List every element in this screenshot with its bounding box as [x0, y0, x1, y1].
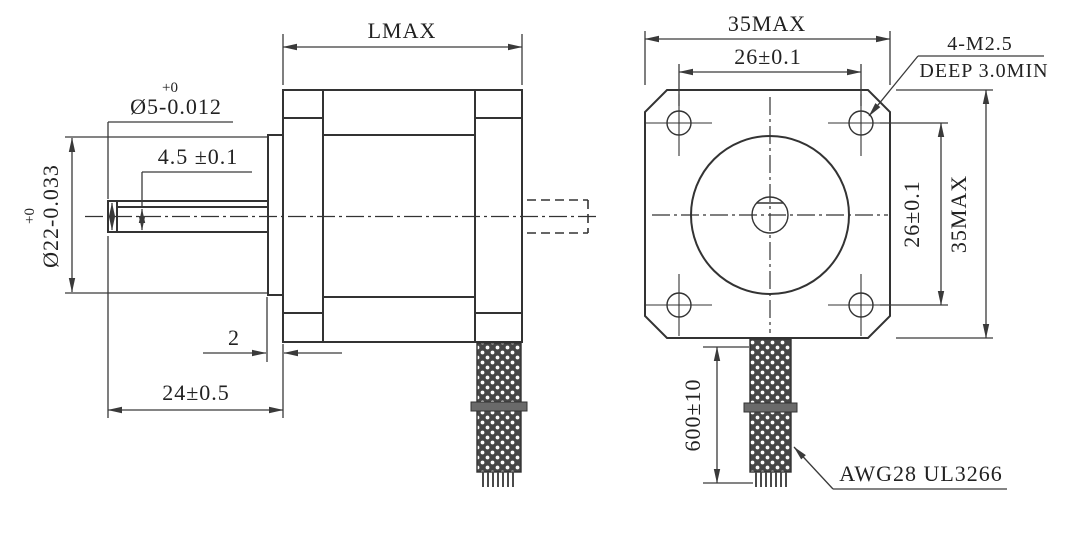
cable-band [470, 401, 528, 412]
cable-side-view [470, 342, 528, 487]
dim-shaft-dia-label: Ø5-0.012 [130, 94, 222, 119]
dimension-height-35max: 35MAX [896, 89, 993, 339]
flange-outline [644, 89, 891, 339]
side-view: LMAX +0 Ø5-0.012 4.5 ±0.1 +0 Ø22-0.033 [22, 18, 600, 487]
dim-hole-spacing-h-label: 26±0.1 [734, 44, 802, 69]
screw-thread-note: 4-M2.5 DEEP 3.0MIN [868, 33, 1048, 117]
cable-band [743, 402, 798, 413]
dimension-width-35max: 35MAX [644, 11, 891, 85]
dim-lmax-label: LMAX [368, 18, 437, 43]
dimension-pilot-height: 2 [203, 297, 342, 362]
dim-shaft-dia-upper-tol: +0 [162, 80, 178, 96]
dimension-pilot-diameter: +0 Ø22-0.033 [22, 136, 267, 294]
dimension-shaft-extension: 24±0.5 [107, 236, 284, 418]
dimension-shaft-flat: 4.5 ±0.1 [138, 144, 252, 231]
dim-width-label: 35MAX [728, 11, 806, 36]
cable-wire-ends [482, 472, 514, 487]
dim-hole-spacing-v-label: 26±0.1 [899, 180, 924, 248]
dim-lead-length-label: 600±10 [680, 378, 705, 451]
shaft-outline [107, 200, 269, 233]
dim-pilot-height-label: 2 [228, 325, 240, 350]
dimension-shaft-diameter: +0 Ø5-0.012 [107, 80, 233, 231]
lead-wire-spec-label: AWG28 UL3266 [839, 461, 1003, 486]
dimension-lmax: LMAX [282, 18, 523, 85]
dimension-hole-spacing-horizontal: 26±0.1 [678, 44, 862, 106]
mounting-hole-bottom-left [646, 274, 712, 336]
dimension-hole-spacing-vertical: 26±0.1 [880, 122, 948, 306]
dim-height-label: 35MAX [946, 175, 971, 253]
dim-shaft-extension-label: 24±0.5 [162, 380, 230, 405]
lead-wire-spec-note: AWG28 UL3266 [793, 446, 1007, 490]
dim-pilot-dia-upper-tol: +0 [22, 208, 38, 224]
rear-shaft-phantom [527, 199, 589, 234]
cable-front-view [743, 338, 798, 487]
dim-shaft-flat-label: 4.5 ±0.1 [158, 144, 239, 169]
front-view: 35MAX 26±0.1 4-M2.5 DEEP 3.0MIN 26±0.1 [644, 11, 1048, 490]
dimension-lead-length: 600±10 [680, 346, 753, 484]
dim-pilot-dia-label: Ø22-0.033 [38, 164, 63, 268]
screw-note-line1: 4-M2.5 [947, 33, 1012, 55]
screw-note-line2: DEEP 3.0MIN [919, 60, 1048, 82]
cable-wire-ends [755, 472, 787, 487]
pilot-boss-outline [267, 134, 284, 296]
